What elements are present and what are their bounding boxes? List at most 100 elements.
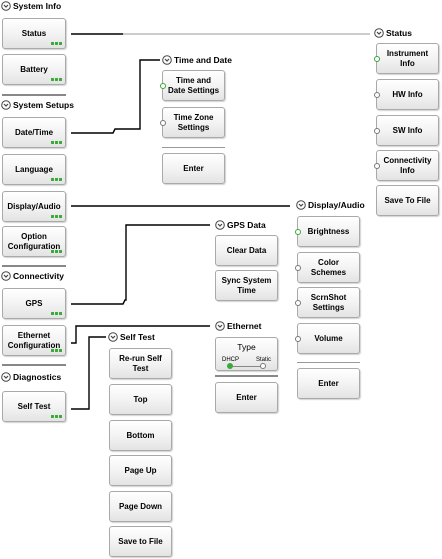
time-zone-settings-button[interactable]: Time Zone Settings [160, 107, 225, 138]
connector-ethernet [71, 325, 210, 344]
header-system-info: System Info [1, 1, 61, 11]
button-label: Language [15, 164, 53, 174]
radio-indicator [374, 55, 380, 62]
page-down-button[interactable]: Page Down [109, 491, 172, 522]
header-display-audio: Display/Audio [296, 200, 365, 210]
radio-indicator [374, 127, 380, 134]
instrument-info-button[interactable]: Instrument Info [374, 43, 439, 74]
top-button[interactable]: Top [109, 384, 172, 415]
button-label: Clear Data [226, 245, 267, 255]
ethernet-enter-button[interactable]: Enter [215, 382, 278, 413]
type-slider-track [227, 363, 266, 369]
time-and-date-settings-button[interactable]: Time and Date Settings [160, 70, 225, 101]
header-connectivity: Connectivity [1, 271, 64, 281]
status-button[interactable]: Status [2, 18, 66, 49]
button-label: Bottom [126, 430, 155, 440]
circled-chevron-down-icon [1, 1, 11, 11]
date-time-button[interactable]: Date/Time [2, 117, 66, 148]
button-label: Volume [314, 333, 343, 343]
header-diagnostics: Diagnostics [1, 372, 61, 382]
green-dots-icon [51, 78, 62, 81]
type-options: DHCP Static [222, 357, 271, 365]
radio-indicator [374, 91, 380, 98]
button-label: Save To File [384, 195, 431, 205]
button-label: Connectivity Info [383, 155, 432, 175]
separator [2, 94, 66, 96]
button-label: Color Schemes [310, 257, 347, 277]
static-unselected-indicator [260, 363, 266, 369]
option-configuration-button[interactable]: Option Configuration [2, 226, 66, 257]
button-label: GPS [25, 298, 43, 308]
status-save-to-file-button[interactable]: Save To File [376, 185, 439, 216]
green-dots-icon [51, 215, 62, 218]
time-date-enter-button[interactable]: Enter [162, 153, 225, 184]
button-label: SW Info [392, 125, 423, 135]
radio-indicator [295, 299, 301, 306]
button-label: Date/Time [14, 127, 54, 137]
connector-gps [71, 224, 210, 305]
radio-indicator [374, 162, 380, 169]
button-label: Option Configuration [7, 231, 61, 251]
button-label: Enter [183, 163, 204, 173]
dhcp-option[interactable]: DHCP [222, 356, 240, 363]
circled-chevron-down-icon [374, 28, 384, 38]
page-up-button[interactable]: Page Up [109, 455, 172, 486]
button-label: Page Up [124, 465, 157, 475]
radio-indicator [295, 335, 301, 342]
volume-button[interactable]: Volume [295, 323, 360, 354]
brightness-button[interactable]: Brightness [295, 216, 360, 247]
display-audio-enter-button[interactable]: Enter [297, 368, 360, 399]
clear-data-button[interactable]: Clear Data [215, 235, 278, 266]
radio-indicator [295, 228, 301, 235]
connectivity-info-button[interactable]: Connectivity Info [374, 150, 439, 181]
button-label: Ethernet Configuration [7, 330, 61, 350]
button-label: Brightness [307, 226, 350, 236]
bottom-button[interactable]: Bottom [109, 420, 172, 451]
save-to-file-button[interactable]: Save to File [109, 526, 172, 557]
button-label: Enter [318, 378, 339, 388]
header-gps-data: GPS Data [215, 220, 266, 230]
header-time-and-date: Time and Date [162, 55, 232, 65]
header-label: Connectivity [13, 271, 65, 281]
ethernet-configuration-button[interactable]: Ethernet Configuration [2, 325, 66, 356]
sync-system-time-button[interactable]: Sync System Time [215, 270, 278, 301]
gps-button[interactable]: GPS [2, 288, 66, 319]
green-dots-icon [51, 312, 62, 315]
header-label: System Info [13, 1, 62, 11]
dhcp-selected-indicator [227, 363, 233, 369]
battery-button[interactable]: Battery [2, 54, 66, 85]
circled-chevron-down-icon [1, 372, 11, 382]
button-label: Enter [236, 392, 257, 402]
display-audio-button[interactable]: Display/Audio [2, 191, 66, 222]
button-label: ScrnShot Settings [310, 292, 347, 312]
button-label: Status [21, 28, 47, 38]
green-dots-icon [51, 178, 62, 181]
sw-info-button[interactable]: SW Info [374, 115, 439, 146]
ethernet-type-toggle[interactable]: Type DHCP Static [215, 337, 278, 371]
button-label: Save to File [118, 536, 163, 546]
button-label: Battery [20, 64, 48, 74]
header-label: Status [386, 28, 412, 38]
header-label: Ethernet [227, 321, 262, 331]
static-option[interactable]: Static [255, 356, 271, 363]
hw-info-button[interactable]: HW Info [374, 79, 439, 110]
self-test-button[interactable]: Self Test [2, 391, 66, 422]
button-label: Display/Audio [7, 201, 61, 211]
header-label: Display/Audio [308, 200, 365, 210]
header-label: System Setups [13, 100, 74, 110]
button-label: Top [133, 394, 148, 404]
green-dots-icon [51, 42, 62, 45]
rerun-self-test-button[interactable]: Re-run Self Test [109, 348, 172, 379]
circled-chevron-down-icon [1, 271, 11, 281]
scrnshot-settings-button[interactable]: ScrnShot Settings [295, 287, 360, 318]
header-ethernet: Ethernet [215, 321, 261, 331]
separator [297, 362, 360, 363]
header-status: Status [374, 28, 412, 38]
circled-chevron-down-icon [215, 321, 225, 331]
language-button[interactable]: Language [2, 154, 66, 185]
header-label: GPS Data [227, 220, 266, 230]
button-label: Time Zone Settings [173, 112, 214, 132]
header-label: Self Test [120, 332, 155, 342]
green-dots-icon [51, 141, 62, 144]
color-schemes-button[interactable]: Color Schemes [295, 252, 360, 283]
